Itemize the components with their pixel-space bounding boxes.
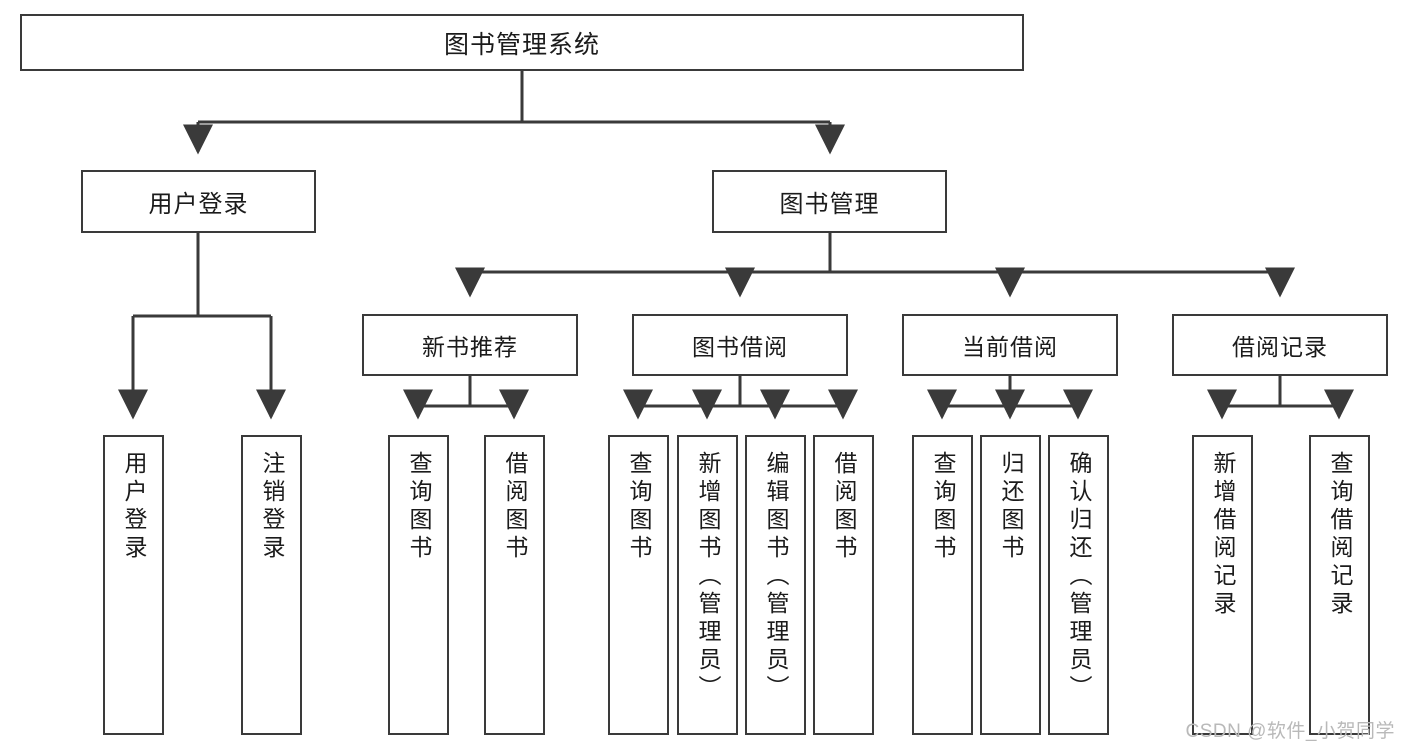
- node-label: 查询图书: [930, 451, 956, 563]
- node-label: 编辑图书（管理员）: [763, 451, 789, 703]
- node-label: 图书借阅: [692, 334, 788, 360]
- node-leaf-query-book-borrow[interactable]: 查询图书: [608, 435, 669, 735]
- node-leaf-user-login[interactable]: 用户登录: [103, 435, 164, 735]
- node-label: 用户登录: [148, 191, 249, 218]
- node-label: 查询借阅记录: [1327, 451, 1353, 619]
- node-label: 借阅图书: [831, 451, 857, 563]
- node-root-book-management-system[interactable]: 图书管理系统: [20, 14, 1024, 71]
- node-leaf-query-borrow-record[interactable]: 查询借阅记录: [1309, 435, 1370, 735]
- node-leaf-query-book-current[interactable]: 查询图书: [912, 435, 973, 735]
- node-user-login[interactable]: 用户登录: [81, 170, 316, 233]
- node-leaf-logout-login[interactable]: 注销登录: [241, 435, 302, 735]
- node-label: 查询图书: [626, 451, 652, 563]
- node-borrow-record[interactable]: 借阅记录: [1172, 314, 1388, 376]
- node-label: 注销登录: [259, 451, 285, 563]
- node-leaf-confirm-return-admin[interactable]: 确认归还（管理员）: [1048, 435, 1109, 735]
- node-book-borrow[interactable]: 图书借阅: [632, 314, 848, 376]
- node-label: 新增借阅记录: [1210, 451, 1236, 619]
- node-leaf-borrow-book-recommend[interactable]: 借阅图书: [484, 435, 545, 735]
- node-label: 借阅图书: [502, 451, 528, 563]
- node-leaf-add-borrow-record[interactable]: 新增借阅记录: [1192, 435, 1253, 735]
- node-label: 图书管理系统: [443, 30, 600, 59]
- node-leaf-return-book[interactable]: 归还图书: [980, 435, 1041, 735]
- node-label: 用户登录: [121, 451, 147, 563]
- node-new-book-recommend[interactable]: 新书推荐: [362, 314, 578, 376]
- node-label: 当前借阅: [962, 334, 1058, 360]
- node-label: 归还图书: [998, 451, 1024, 563]
- node-label: 图书管理: [779, 191, 880, 218]
- node-leaf-edit-book-admin[interactable]: 编辑图书（管理员）: [745, 435, 806, 735]
- node-book-management[interactable]: 图书管理: [712, 170, 947, 233]
- node-label: 确认归还（管理员）: [1066, 451, 1092, 703]
- node-label: 新书推荐: [422, 334, 518, 360]
- node-current-borrow[interactable]: 当前借阅: [902, 314, 1118, 376]
- node-label: 新增图书（管理员）: [695, 451, 721, 703]
- node-label: 查询图书: [406, 451, 432, 563]
- csdn-watermark: CSDN @软件_小贺同学: [1185, 721, 1395, 742]
- node-leaf-query-book-recommend[interactable]: 查询图书: [388, 435, 449, 735]
- node-label: 借阅记录: [1232, 334, 1328, 360]
- node-leaf-borrow-book[interactable]: 借阅图书: [813, 435, 874, 735]
- node-leaf-add-book-admin[interactable]: 新增图书（管理员）: [677, 435, 738, 735]
